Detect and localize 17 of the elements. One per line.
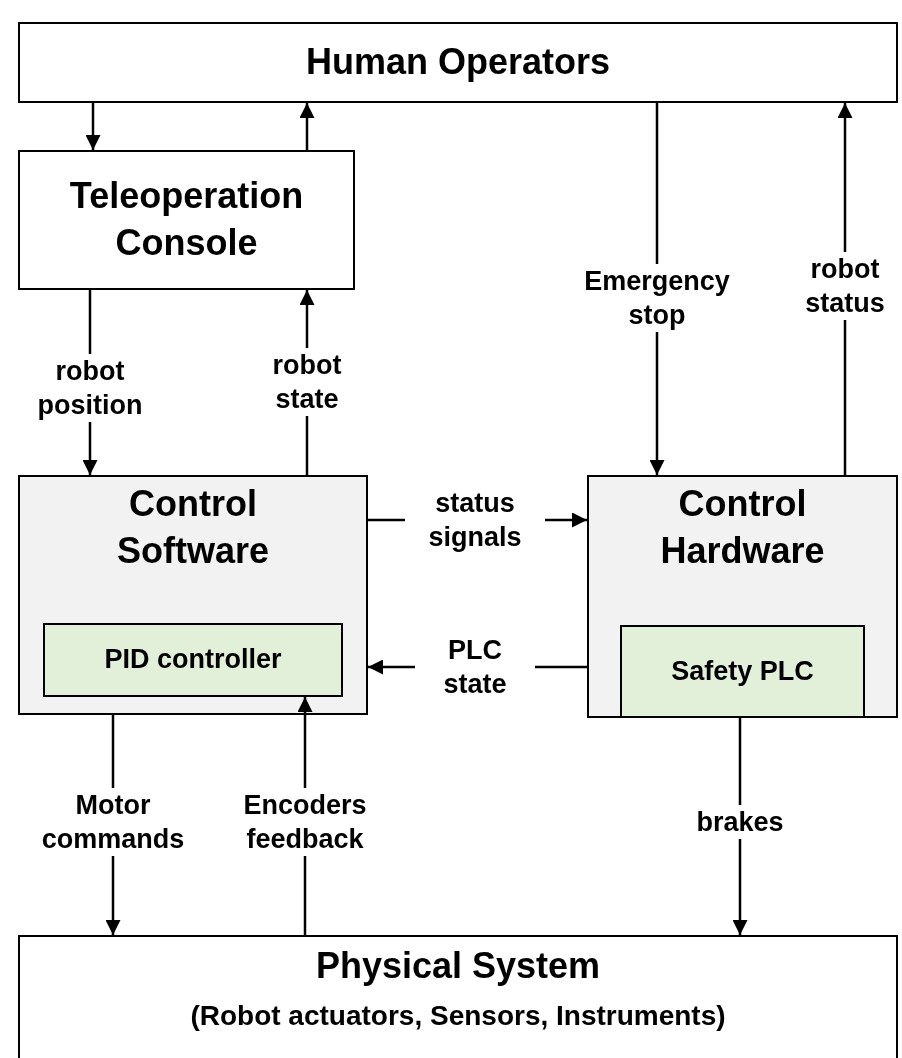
software-box [18,475,368,715]
operators-box [18,22,898,103]
box-subtitle: (Robot actuators, Sensors, Instruments) [190,998,726,1033]
console-box [18,150,355,290]
box-title: Safety PLC [671,654,814,688]
arrow [299,103,315,150]
hardware-box [587,475,898,718]
box-title: Physical System [315,944,601,988]
box-title: Control Hardware [659,482,826,573]
arrow [85,103,101,150]
box-title: PID controller [104,643,282,677]
box-title: Teleoperation Console [68,174,305,265]
controller-box [43,623,343,697]
box-title: Control Software [115,482,270,573]
box-title: Human Operators [305,40,611,85]
plc-box [620,625,865,718]
system-box [18,935,898,1058]
